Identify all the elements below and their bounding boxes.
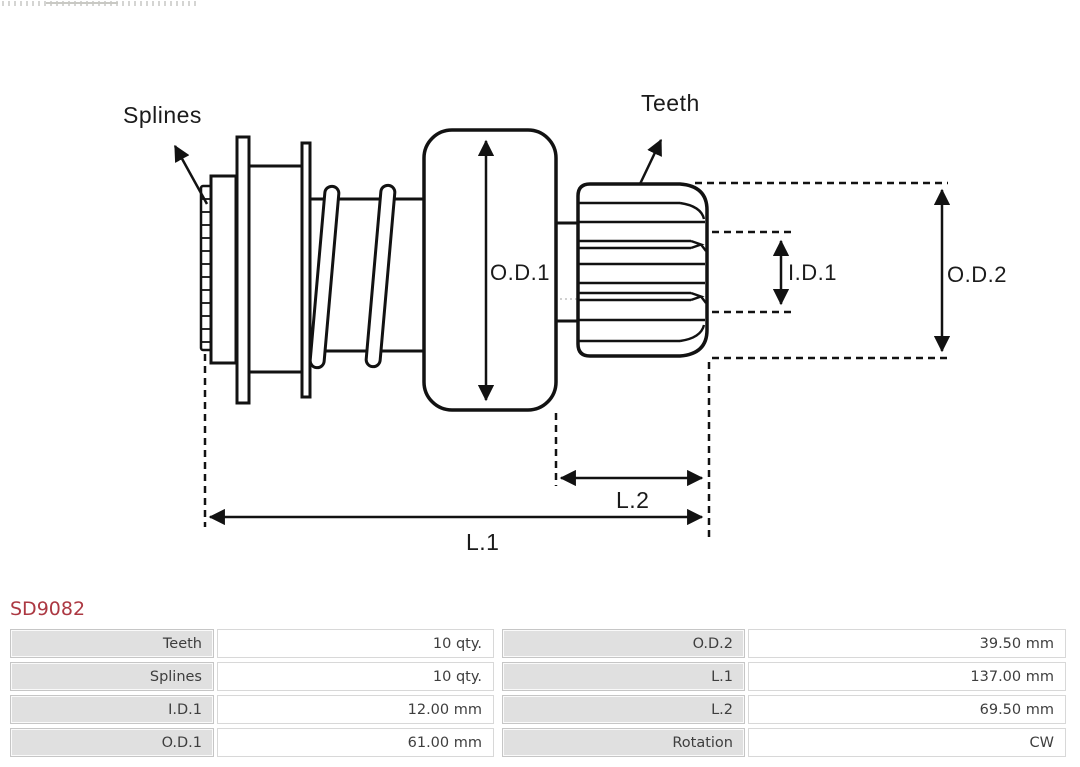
teeth-label: Teeth xyxy=(641,90,700,116)
spec-label: Splines xyxy=(10,662,214,691)
spec-table-right: O.D.2 39.50 mm L.1 137.00 mm L.2 69.50 m… xyxy=(502,629,1066,757)
l1-label: L.1 xyxy=(466,529,500,555)
spring xyxy=(308,183,397,370)
part-number: SD9082 xyxy=(10,598,86,620)
od1-label: O.D.1 xyxy=(490,260,550,285)
spec-table-left: Teeth 10 qty. Splines 10 qty. I.D.1 12.0… xyxy=(10,629,494,757)
spec-label: I.D.1 xyxy=(10,695,214,724)
spec-table: Teeth 10 qty. Splines 10 qty. I.D.1 12.0… xyxy=(10,629,1066,757)
spec-label: L.1 xyxy=(502,662,745,691)
splines-label: Splines xyxy=(123,102,202,128)
spec-value: 10 qty. xyxy=(217,629,494,658)
spec-value: 61.00 mm xyxy=(217,728,494,757)
leader-splines xyxy=(173,144,209,205)
spec-label: O.D.1 xyxy=(10,728,214,757)
spec-label: Rotation xyxy=(502,728,745,757)
technical-drawing xyxy=(173,128,951,540)
cropped-logo-fragment xyxy=(2,1,198,6)
dimension-arrows xyxy=(208,139,951,526)
spec-value: 39.50 mm xyxy=(748,629,1066,658)
id1-label: I.D.1 xyxy=(788,260,837,285)
leader-lines xyxy=(173,138,663,205)
pinion-gear xyxy=(576,182,709,358)
l2-label: L.2 xyxy=(616,487,650,513)
spec-label: L.2 xyxy=(502,695,745,724)
neck xyxy=(556,221,579,323)
od2-label: O.D.2 xyxy=(947,262,1007,287)
spec-value: CW xyxy=(748,728,1066,757)
drive-hub xyxy=(209,135,312,405)
extension-lines xyxy=(203,181,948,540)
spec-value: 10 qty. xyxy=(217,662,494,691)
spec-label: Teeth xyxy=(10,629,214,658)
spec-value: 12.00 mm xyxy=(217,695,494,724)
leader-teeth xyxy=(638,138,663,185)
spec-value: 137.00 mm xyxy=(748,662,1066,691)
spec-label: O.D.2 xyxy=(502,629,745,658)
gear-teeth xyxy=(579,201,707,343)
spec-value: 69.50 mm xyxy=(748,695,1066,724)
